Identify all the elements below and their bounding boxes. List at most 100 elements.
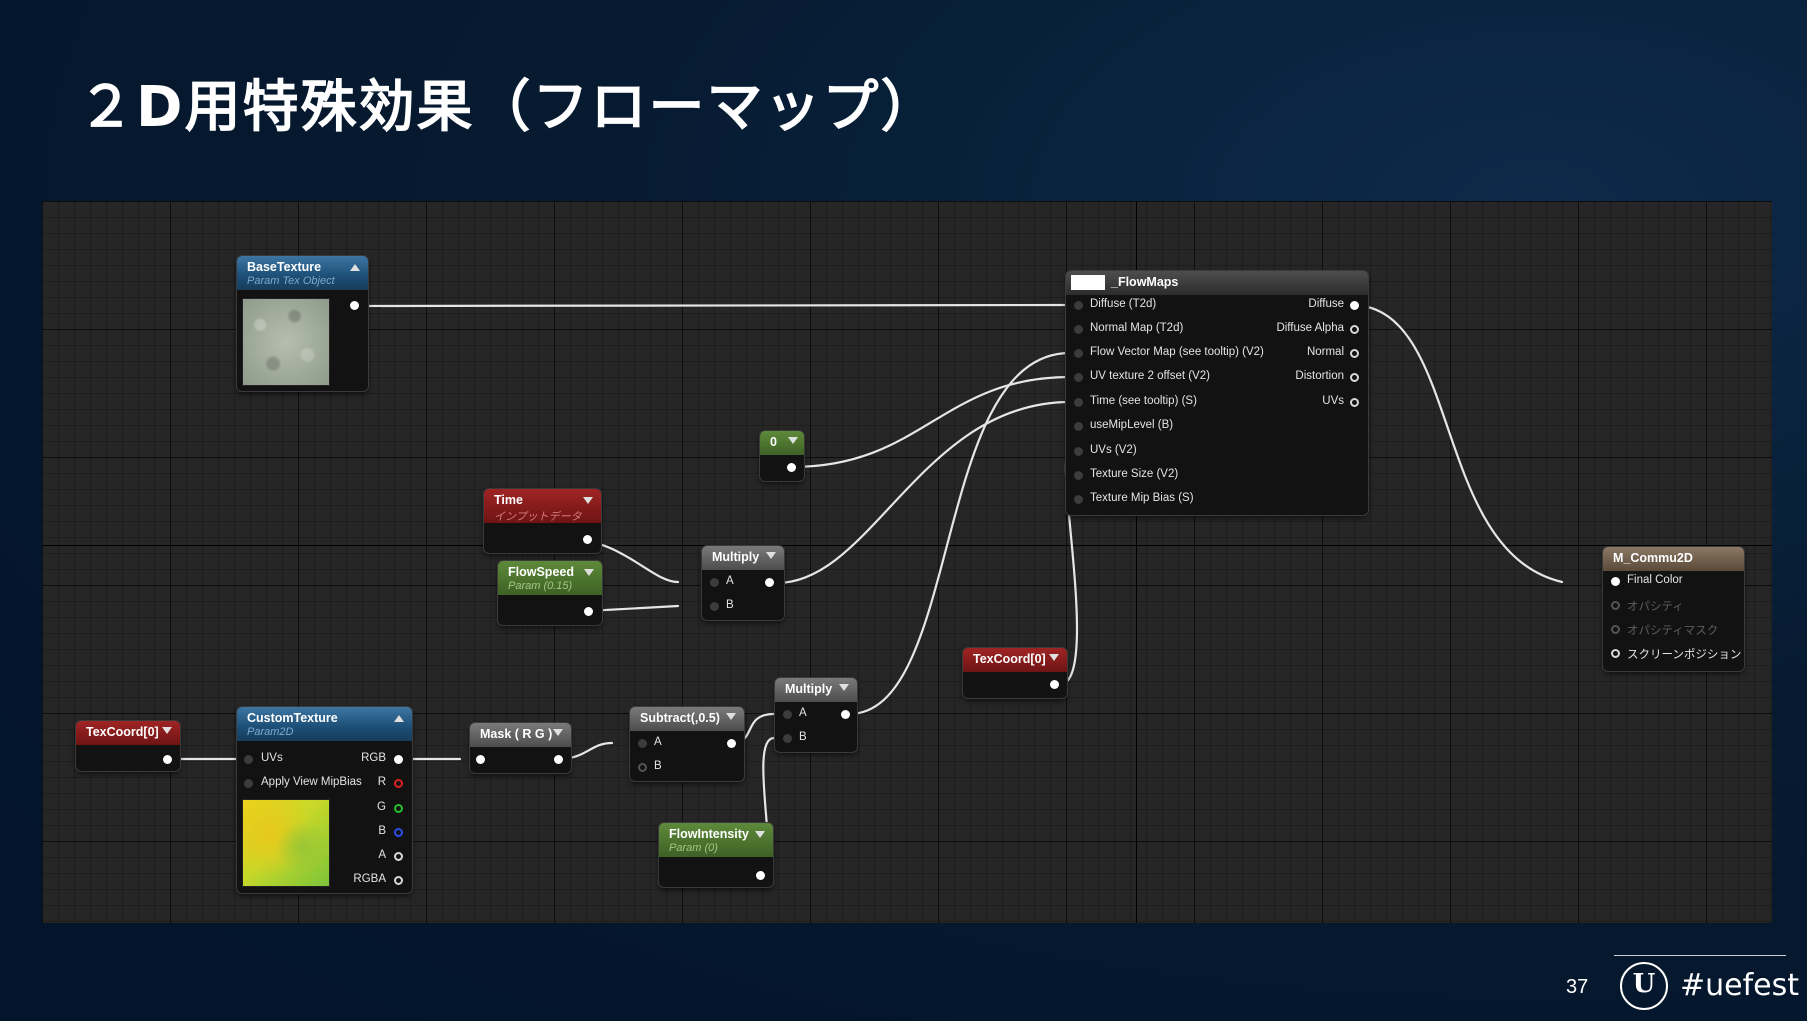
input-pin[interactable] <box>1074 373 1083 382</box>
collapse-arrow-icon[interactable] <box>553 729 563 736</box>
node-constant-zero[interactable]: 0 <box>760 431 804 481</box>
collapse-arrow-icon[interactable] <box>766 552 776 559</box>
node-material-output[interactable]: M_Commu2D Final Color オパシティ オパシティマスク スクリ… <box>1603 547 1744 671</box>
node-texcoord-left[interactable]: TexCoord[0] <box>76 721 180 771</box>
output-label: A <box>378 849 386 861</box>
node-title: Time <box>494 493 523 507</box>
node-title: _FlowMaps <box>1111 275 1179 289</box>
node-multiply-1[interactable]: Multiply A B <box>702 546 784 620</box>
collapse-arrow-icon[interactable] <box>839 684 849 691</box>
input-pin[interactable] <box>1074 422 1083 431</box>
output-pin[interactable] <box>756 871 765 880</box>
node-base-texture[interactable]: BaseTexture Param Tex Object <box>237 256 368 391</box>
input-label: Final Color <box>1627 574 1683 586</box>
input-pin[interactable] <box>1074 471 1083 480</box>
node-title: Mask ( R G ) <box>480 727 553 741</box>
node-subtract[interactable]: Subtract(,0.5) A B <box>630 707 744 781</box>
input-pin[interactable] <box>1074 349 1083 358</box>
node-time[interactable]: Time インプットデータ <box>484 489 601 553</box>
unreal-fest-logo-icon: U <box>1620 962 1668 1010</box>
collapse-arrow-icon[interactable] <box>584 569 594 576</box>
node-texcoord-right[interactable]: TexCoord[0] <box>963 648 1067 698</box>
node-subtitle: Param (0.15) <box>508 580 573 592</box>
input-pin[interactable] <box>244 779 253 788</box>
collapse-arrow-icon[interactable] <box>755 831 765 838</box>
node-subtitle: インプットデータ <box>494 511 582 523</box>
output-pin[interactable] <box>1350 398 1359 407</box>
collapse-arrow-icon[interactable] <box>162 727 172 734</box>
node-title: BaseTexture <box>247 260 322 274</box>
output-pin[interactable] <box>394 804 403 813</box>
collapse-arrow-icon[interactable] <box>788 437 798 444</box>
output-pin[interactable] <box>1350 301 1359 310</box>
output-pin[interactable] <box>394 852 403 861</box>
output-pin[interactable] <box>583 535 592 544</box>
collapse-arrow-icon[interactable] <box>1049 654 1059 661</box>
input-pin[interactable] <box>1074 447 1083 456</box>
output-pin[interactable] <box>554 755 563 764</box>
material-graph-canvas[interactable]: BaseTexture Param Tex Object _FlowMaps D… <box>42 201 1772 923</box>
output-label: RGB <box>361 752 386 764</box>
output-pin[interactable] <box>1350 349 1359 358</box>
node-mask[interactable]: Mask ( R G ) <box>470 723 571 773</box>
output-label: G <box>377 801 386 813</box>
input-label: UVs (V2) <box>1090 444 1137 456</box>
input-pin[interactable] <box>1611 577 1620 586</box>
input-label: Texture Size (V2) <box>1090 468 1179 480</box>
input-pin[interactable] <box>710 602 719 611</box>
input-pin[interactable] <box>638 763 647 772</box>
node-title: FlowIntensity <box>669 827 749 841</box>
output-pin[interactable] <box>841 710 850 719</box>
node-header: FlowSpeed Param (0.15) <box>498 561 602 595</box>
output-pin[interactable] <box>394 779 403 788</box>
output-pin[interactable] <box>584 607 593 616</box>
output-pin[interactable] <box>394 755 403 764</box>
wire-diffuse-to-finalcolor <box>1353 303 1564 584</box>
input-label: A <box>654 736 662 748</box>
input-label: UVs <box>261 752 283 764</box>
output-pin[interactable] <box>394 828 403 837</box>
node-header: _FlowMaps <box>1066 271 1368 295</box>
node-flow-speed[interactable]: FlowSpeed Param (0.15) <box>498 561 602 625</box>
input-pin[interactable] <box>783 734 792 743</box>
input-label: Texture Mip Bias (S) <box>1090 492 1194 504</box>
node-header: M_Commu2D <box>1603 547 1744 571</box>
node-flow-intensity[interactable]: FlowIntensity Param (0) <box>659 823 773 887</box>
input-pin[interactable] <box>783 710 792 719</box>
output-pin[interactable] <box>1050 680 1059 689</box>
node-flowmaps[interactable]: _FlowMaps Diffuse (T2d) Normal Map (T2d)… <box>1066 271 1368 515</box>
input-pin[interactable] <box>638 739 647 748</box>
output-pin[interactable] <box>1350 325 1359 334</box>
input-pin[interactable] <box>476 755 485 764</box>
output-pin[interactable] <box>350 301 359 310</box>
output-pin[interactable] <box>1350 373 1359 382</box>
collapse-arrow-icon[interactable] <box>583 497 593 504</box>
input-pin[interactable] <box>1611 649 1620 658</box>
input-pin[interactable] <box>1074 301 1083 310</box>
input-label: Apply View MipBias <box>261 776 362 788</box>
output-label: R <box>377 776 386 788</box>
output-pin[interactable] <box>163 755 172 764</box>
output-pin[interactable] <box>787 463 796 472</box>
output-pin[interactable] <box>394 876 403 885</box>
collapse-arrow-icon[interactable] <box>726 713 736 720</box>
collapse-arrow-icon[interactable] <box>394 715 404 722</box>
output-pin[interactable] <box>765 578 774 587</box>
node-custom-texture[interactable]: CustomTexture Param2D UVs Apply View Mip… <box>237 707 412 893</box>
collapse-arrow-icon[interactable] <box>350 264 360 271</box>
node-subtitle: Param2D <box>247 726 294 738</box>
output-label: B <box>378 825 386 837</box>
input-pin[interactable] <box>1611 625 1620 634</box>
node-title: Multiply <box>785 682 833 696</box>
input-pin[interactable] <box>1611 601 1620 610</box>
output-pin[interactable] <box>727 739 736 748</box>
node-multiply-2[interactable]: Multiply A B <box>775 678 857 752</box>
input-pin[interactable] <box>1074 398 1083 407</box>
input-pin[interactable] <box>710 578 719 587</box>
input-pin[interactable] <box>1074 325 1083 334</box>
input-pin[interactable] <box>1074 495 1083 504</box>
node-subtitle: Param (0) <box>669 842 718 854</box>
node-name-redacted <box>1071 275 1105 290</box>
input-pin[interactable] <box>244 755 253 764</box>
node-title: CustomTexture <box>247 711 338 725</box>
